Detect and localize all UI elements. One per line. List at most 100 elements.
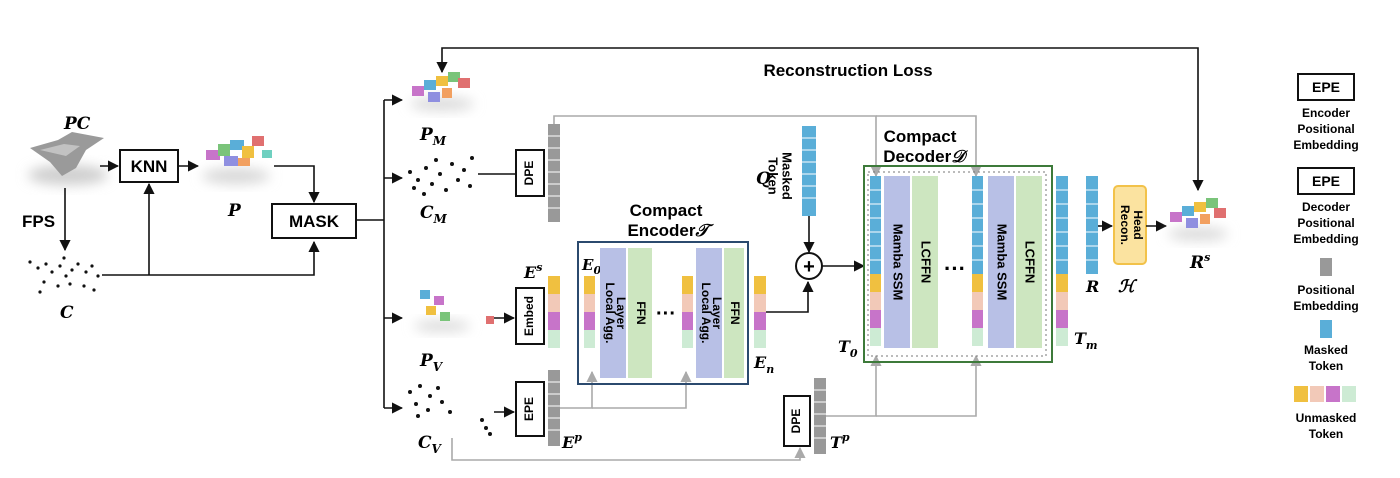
label-tm: Tm [1074, 329, 1098, 352]
recon-head-l2: Head [1131, 210, 1145, 239]
dpe2-box [783, 395, 811, 447]
e0-tokens [584, 276, 595, 348]
masked-patches-pm [410, 72, 474, 111]
label-es: Es [523, 261, 542, 282]
legend-dpe-desc-2: Positional [1297, 216, 1354, 230]
legend-epe-desc-1: Encoder [1302, 106, 1350, 120]
label-c: C [60, 303, 74, 323]
label-p: P [227, 201, 242, 221]
masked-centers-cm [408, 156, 474, 196]
legend-unmasked-desc-2: Token [1309, 427, 1343, 441]
visible-centers-cv [408, 384, 492, 436]
mamba-ssm-2-label: Mamba SSM [995, 224, 1010, 301]
embed-box [515, 287, 545, 345]
embed-label: Embed [522, 296, 536, 336]
lcffn-1 [912, 176, 938, 348]
masked-token-l1: Masked [780, 152, 795, 200]
masked-token-l2: Token [766, 157, 781, 194]
local-agg-2-l1: Local Agg. [699, 283, 713, 344]
local-agg-layer-2 [696, 248, 722, 378]
legend-unmasked-desc-1: Unmasked [1296, 411, 1357, 425]
dpe-to-decoder-line [553, 115, 882, 178]
legend-masked-desc-2: Token [1309, 359, 1343, 373]
legend-epe-label: EPE [1312, 79, 1340, 95]
legend-masked-desc-1: Masked [1304, 343, 1348, 357]
r-tokens [1086, 176, 1098, 274]
ffn-2-label: FFN [728, 301, 742, 324]
legend-dpe-box [1297, 167, 1355, 195]
dpe2-positional-bar [814, 378, 826, 454]
decoder-title-l2: Decoder𝒟 [883, 147, 968, 167]
legend-epe-box [1297, 73, 1355, 101]
label-cv: CV [418, 433, 443, 456]
epe-to-encoder [560, 370, 598, 409]
legend-dpe-desc-1: Decoder [1302, 200, 1350, 214]
label-pv: PV [419, 351, 444, 374]
dpe2-label: DPE [789, 409, 803, 434]
encoder-frame [577, 241, 749, 385]
line-c-mask [102, 240, 320, 276]
legend-unmasked-swatch [1294, 386, 1356, 402]
knn-label: KNN [131, 157, 168, 176]
epe-box [515, 381, 545, 437]
reconstruction-loss-label: Reconstruction Loss [763, 61, 932, 80]
t0-tokens [870, 176, 881, 346]
label-tp: Tp [830, 431, 850, 452]
ffn-1 [628, 248, 652, 378]
encoder-title-l1: Compact [630, 201, 703, 220]
centers-c [28, 256, 100, 294]
mid-tokens-encoder [682, 276, 693, 348]
mask-label: MASK [289, 212, 340, 231]
label-e0: E0 [581, 256, 601, 277]
label-cm: CM [420, 203, 448, 226]
mid-tokens-decoder [972, 176, 983, 346]
lcffn-1-label: LCFFN [919, 241, 934, 284]
label-rs: Rs [1189, 251, 1210, 273]
reconstruction-loss-arrow [436, 47, 1204, 192]
en-to-plus [766, 280, 814, 313]
epe-positional-bar [548, 370, 560, 446]
legend-pos-desc-2: Embedding [1293, 299, 1358, 313]
en-tokens [754, 276, 766, 348]
dpe2-to-decoder2 [876, 354, 982, 417]
plus-label: + [803, 256, 815, 278]
legend-pos-desc-1: Positional [1297, 283, 1354, 297]
label-pc: PC [63, 114, 91, 134]
mask-box [271, 203, 357, 239]
local-agg-layer-1 [600, 248, 626, 378]
lcffn-2-label: LCFFN [1023, 241, 1038, 284]
label-h: ℋ [1118, 277, 1138, 297]
decoder-inner-dotted [867, 171, 1047, 357]
label-en: En [753, 353, 774, 376]
visible-patches-pv [414, 290, 494, 332]
reconstructed-rs [1168, 198, 1228, 241]
masked-token-q [802, 126, 816, 216]
label-q: Q [756, 169, 771, 189]
label-pm: PM [419, 125, 447, 148]
legend-epe-desc-3: Embedding [1293, 138, 1358, 152]
mamba-ssm-1 [884, 176, 910, 348]
lcffn-2 [1016, 176, 1042, 348]
legend-positional-swatch [1320, 258, 1332, 276]
label-t0: T0 [838, 337, 858, 360]
decoder-frame [863, 165, 1053, 363]
legend-dpe-label: EPE [1312, 173, 1340, 189]
patched-point-cloud [202, 136, 272, 184]
dpe-to-decoder-line2 [876, 115, 982, 178]
mamba-ssm-2 [988, 176, 1014, 348]
dpe2-to-decoder [826, 354, 882, 417]
local-agg-1-l1: Local Agg. [603, 283, 617, 344]
input-point-cloud [28, 132, 108, 185]
dpe-label: DPE [522, 161, 536, 186]
line-p-mask [274, 165, 320, 204]
decoder-dots: ··· [944, 256, 966, 281]
mamba-ssm-1-label: Mamba SSM [891, 224, 906, 301]
encoder-title-l2: Encoder𝒯 [627, 221, 714, 241]
epe-label: EPE [522, 397, 536, 421]
recon-head [1113, 185, 1147, 265]
decoder-title-l1: Compact [884, 127, 957, 146]
dpe-positional-bar [548, 124, 560, 222]
legend-dpe-desc-3: Embedding [1293, 232, 1358, 246]
legend-masked-swatch [1320, 320, 1332, 338]
